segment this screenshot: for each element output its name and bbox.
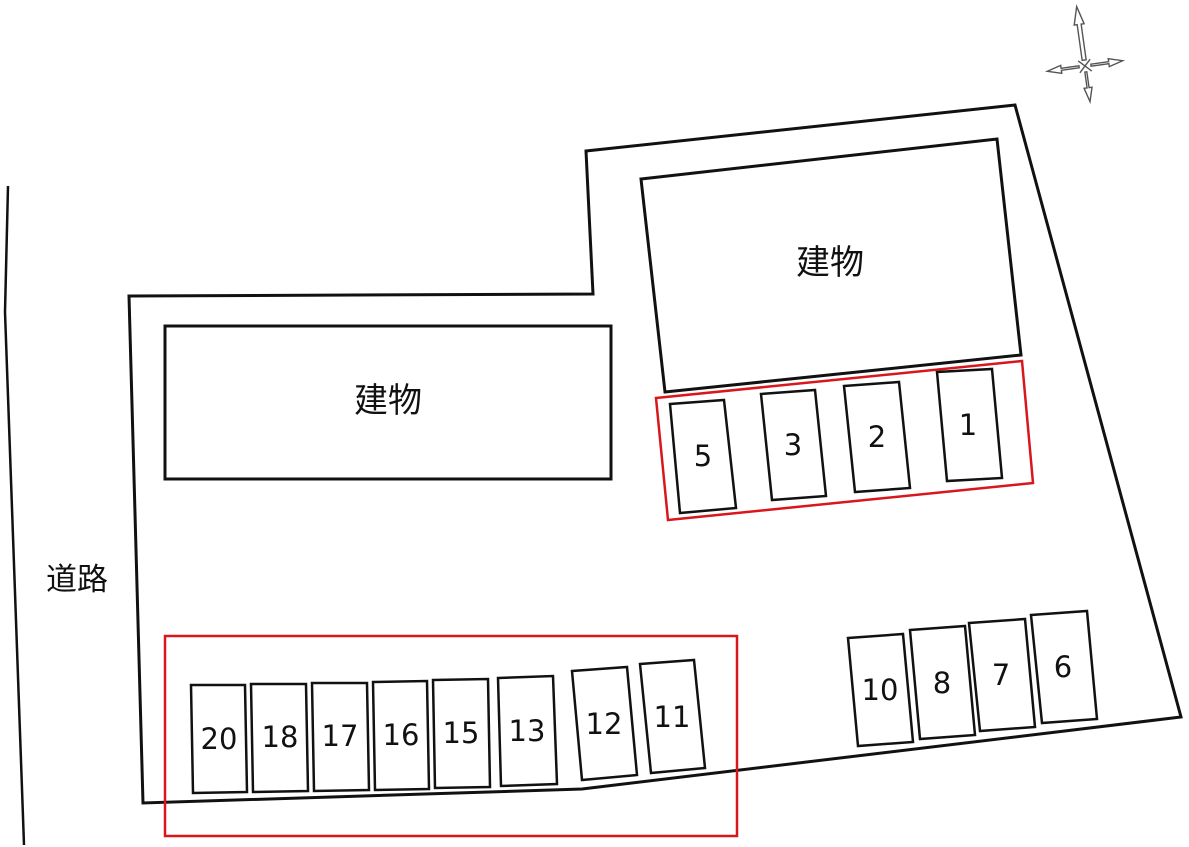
parking-space-6	[1029, 609, 1099, 725]
building-west	[163, 324, 613, 481]
parking-space-7	[967, 617, 1037, 733]
parking-space-label: 6	[1054, 650, 1072, 684]
parking-space-label: 16	[383, 718, 420, 752]
road-edge-line	[3, 185, 26, 846]
compass-rose-icon	[1044, 3, 1126, 105]
parking-spaces: 1 2 3 5 6 7 8 10 11 12 13 15 16 17 18 20	[189, 367, 1099, 795]
parking-space-label: 15	[443, 716, 480, 750]
parking-space-label: 12	[586, 707, 623, 741]
parking-space-label: 13	[509, 714, 546, 748]
parking-space-13	[496, 674, 559, 788]
parking-space-label: 3	[784, 428, 802, 462]
parking-space-17	[310, 681, 371, 793]
road-label: 道路	[46, 562, 108, 598]
parking-space-1	[935, 367, 1004, 483]
parking-space-label: 18	[262, 720, 299, 754]
parking-space-label: 17	[322, 719, 359, 753]
parking-space-12	[570, 665, 639, 782]
parking-space-3	[759, 388, 828, 502]
parking-space-15	[431, 677, 492, 790]
building-west-label: 建物	[354, 381, 422, 421]
parking-space-label: 10	[862, 673, 899, 707]
parking-space-20	[189, 683, 249, 795]
site-boundary	[127, 103, 1183, 805]
parking-space-label: 7	[992, 658, 1010, 692]
parking-space-8	[908, 624, 977, 741]
highlight-group-north	[654, 359, 1035, 522]
parking-space-label: 8	[933, 666, 951, 700]
building-east	[639, 137, 1023, 394]
building-east-label: 建物	[796, 243, 864, 283]
highlight-group-south	[163, 634, 739, 838]
parking-space-11	[638, 658, 707, 775]
parking-space-label: 11	[654, 700, 691, 734]
parking-space-label: 5	[694, 439, 712, 473]
parking-space-label: 20	[201, 722, 238, 756]
parking-space-label: 1	[959, 408, 977, 442]
parking-space-18	[249, 682, 310, 794]
parking-space-label: 2	[868, 420, 886, 454]
parking-space-5	[668, 398, 738, 515]
parking-space-2	[842, 380, 912, 494]
parking-space-16	[371, 679, 431, 792]
parking-space-10	[846, 632, 915, 748]
